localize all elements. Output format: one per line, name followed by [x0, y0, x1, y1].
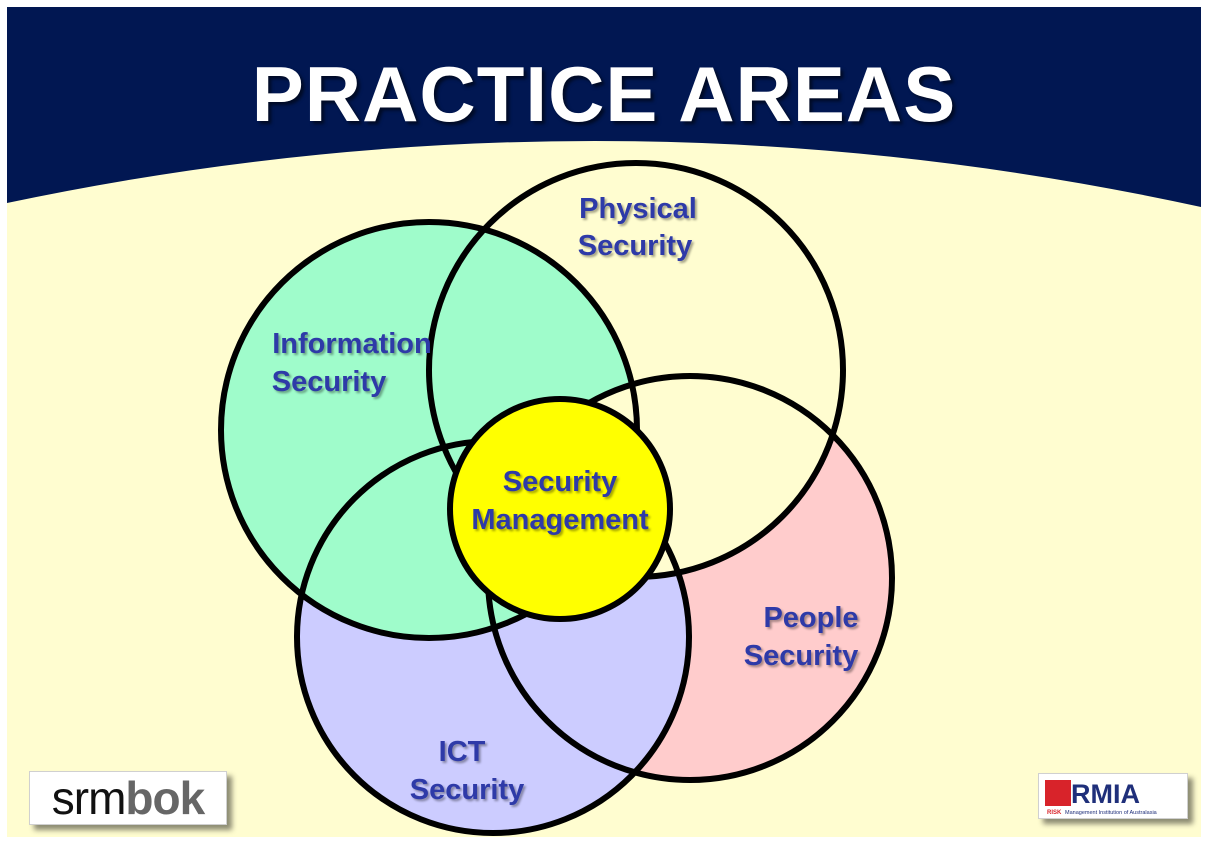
rmia-logo-tagline: Management Institution of Australasia — [1065, 810, 1158, 816]
rmia-logo-mark-square — [1045, 780, 1071, 806]
ict-security-label-line2: Security — [410, 774, 524, 806]
information-security-label: Information — [272, 328, 432, 360]
people-security-label-line2: Security — [744, 640, 858, 672]
security-management-label: Security — [503, 466, 617, 498]
ict-security-label: ICT — [439, 736, 486, 768]
rmia-logo-risk: RISK — [1047, 810, 1062, 816]
people-security-label: People — [763, 602, 858, 634]
venn-diagram: Information Security Physical Security P… — [218, 160, 895, 836]
information-security-label-line2: Security — [272, 366, 386, 398]
physical-security-label-line2: Security — [578, 230, 692, 262]
security-management-circle — [447, 396, 673, 622]
page-title: PRACTICE AREAS — [251, 50, 957, 138]
header-band — [7, 7, 1201, 207]
srmbok-logo-srm: srm — [51, 772, 127, 824]
srmbok-logo-bok: bok — [125, 772, 205, 824]
srmbok-logo: srmbok — [29, 771, 227, 825]
physical-security-label: Physical — [579, 193, 697, 225]
security-management-label-line2: Management — [471, 504, 649, 536]
rmia-logo-mark: RMIA — [1071, 779, 1140, 809]
slide: PRACTICE AREAS Information Security Phys… — [7, 7, 1201, 837]
rmia-logo: RMIA RISK Management Institution of Aust… — [1038, 773, 1188, 819]
header-band-shape — [7, 7, 1201, 207]
